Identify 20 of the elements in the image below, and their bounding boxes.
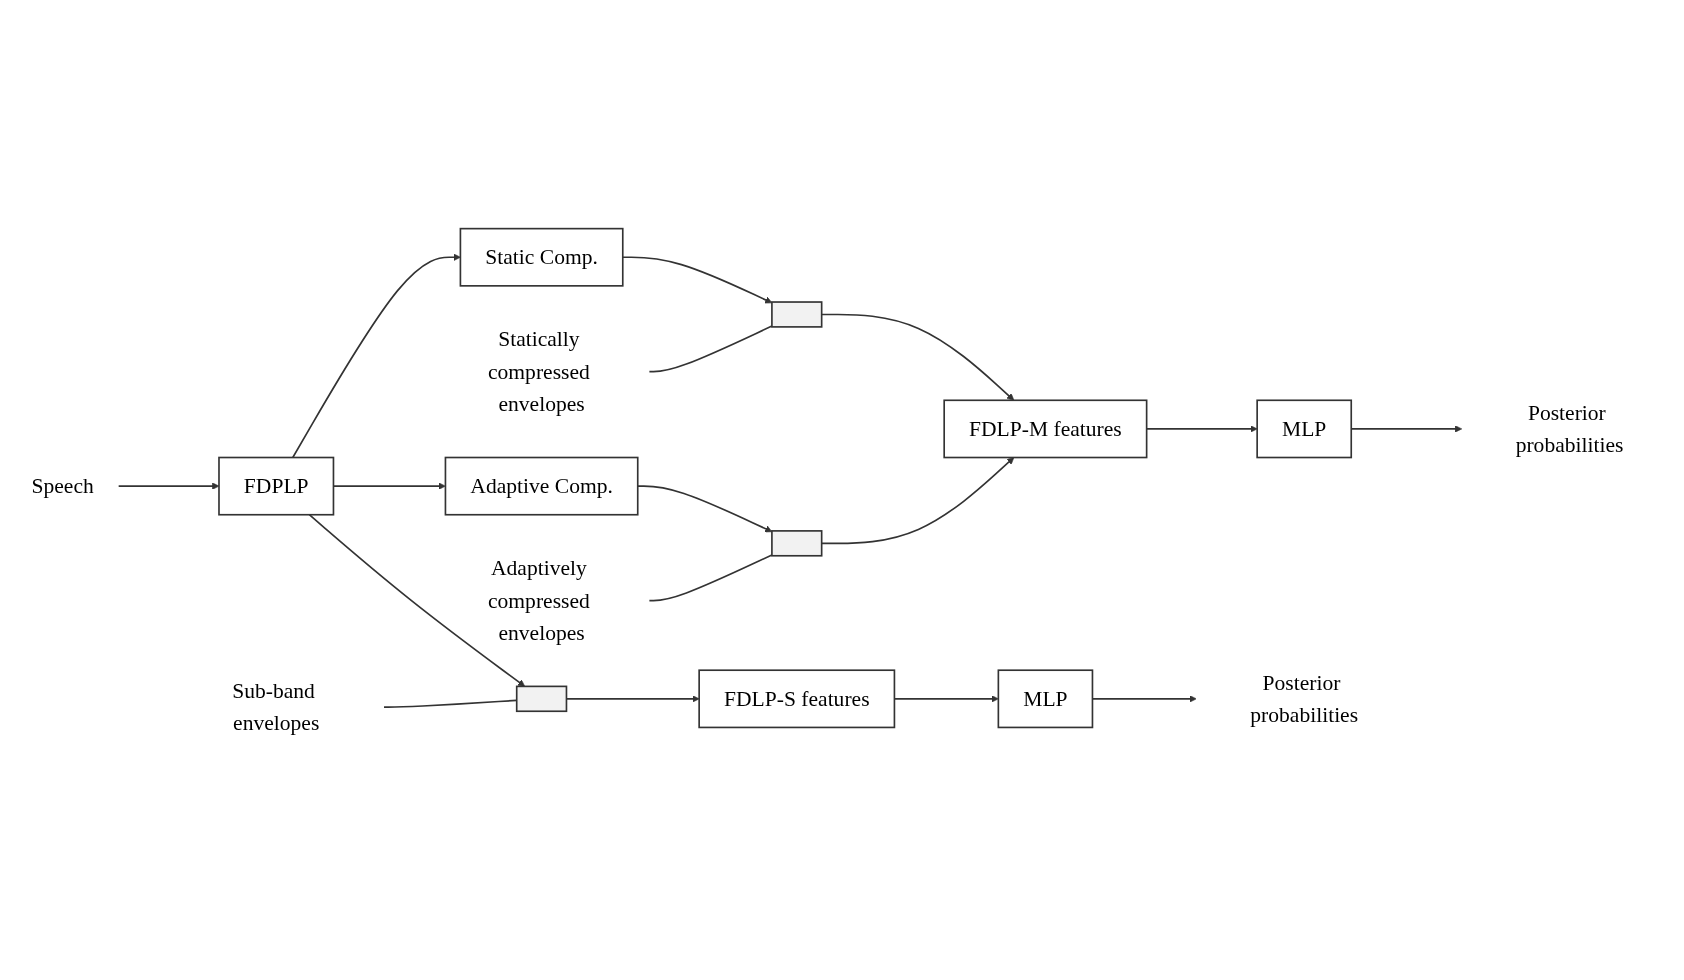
node-box: Static Comp. — [459, 227, 624, 287]
arrow — [292, 253, 461, 459]
node-box: FDLP-M features — [943, 399, 1148, 459]
node-text: Speech — [31, 473, 94, 498]
node-box: FDLP-S features — [698, 669, 896, 728]
connector — [648, 553, 773, 602]
node-text: Sub-band envelopes — [232, 678, 320, 736]
node-box — [771, 300, 823, 328]
node-text: Adaptively compressed envelopes — [488, 555, 590, 645]
node-text: Posterior probabilities — [1250, 670, 1359, 727]
connector — [648, 325, 773, 373]
node-box: MLP — [997, 669, 1094, 728]
node-box: MLP — [1256, 399, 1353, 459]
node-box: Adaptive Comp. — [444, 456, 639, 516]
node-box: FDPLP — [218, 456, 335, 516]
node-text: Posterior probabilities — [1515, 400, 1624, 457]
node-text: Statically compressed envelopes — [488, 327, 590, 416]
node-box — [515, 685, 568, 712]
arrow — [308, 513, 526, 687]
node-box — [771, 529, 823, 557]
